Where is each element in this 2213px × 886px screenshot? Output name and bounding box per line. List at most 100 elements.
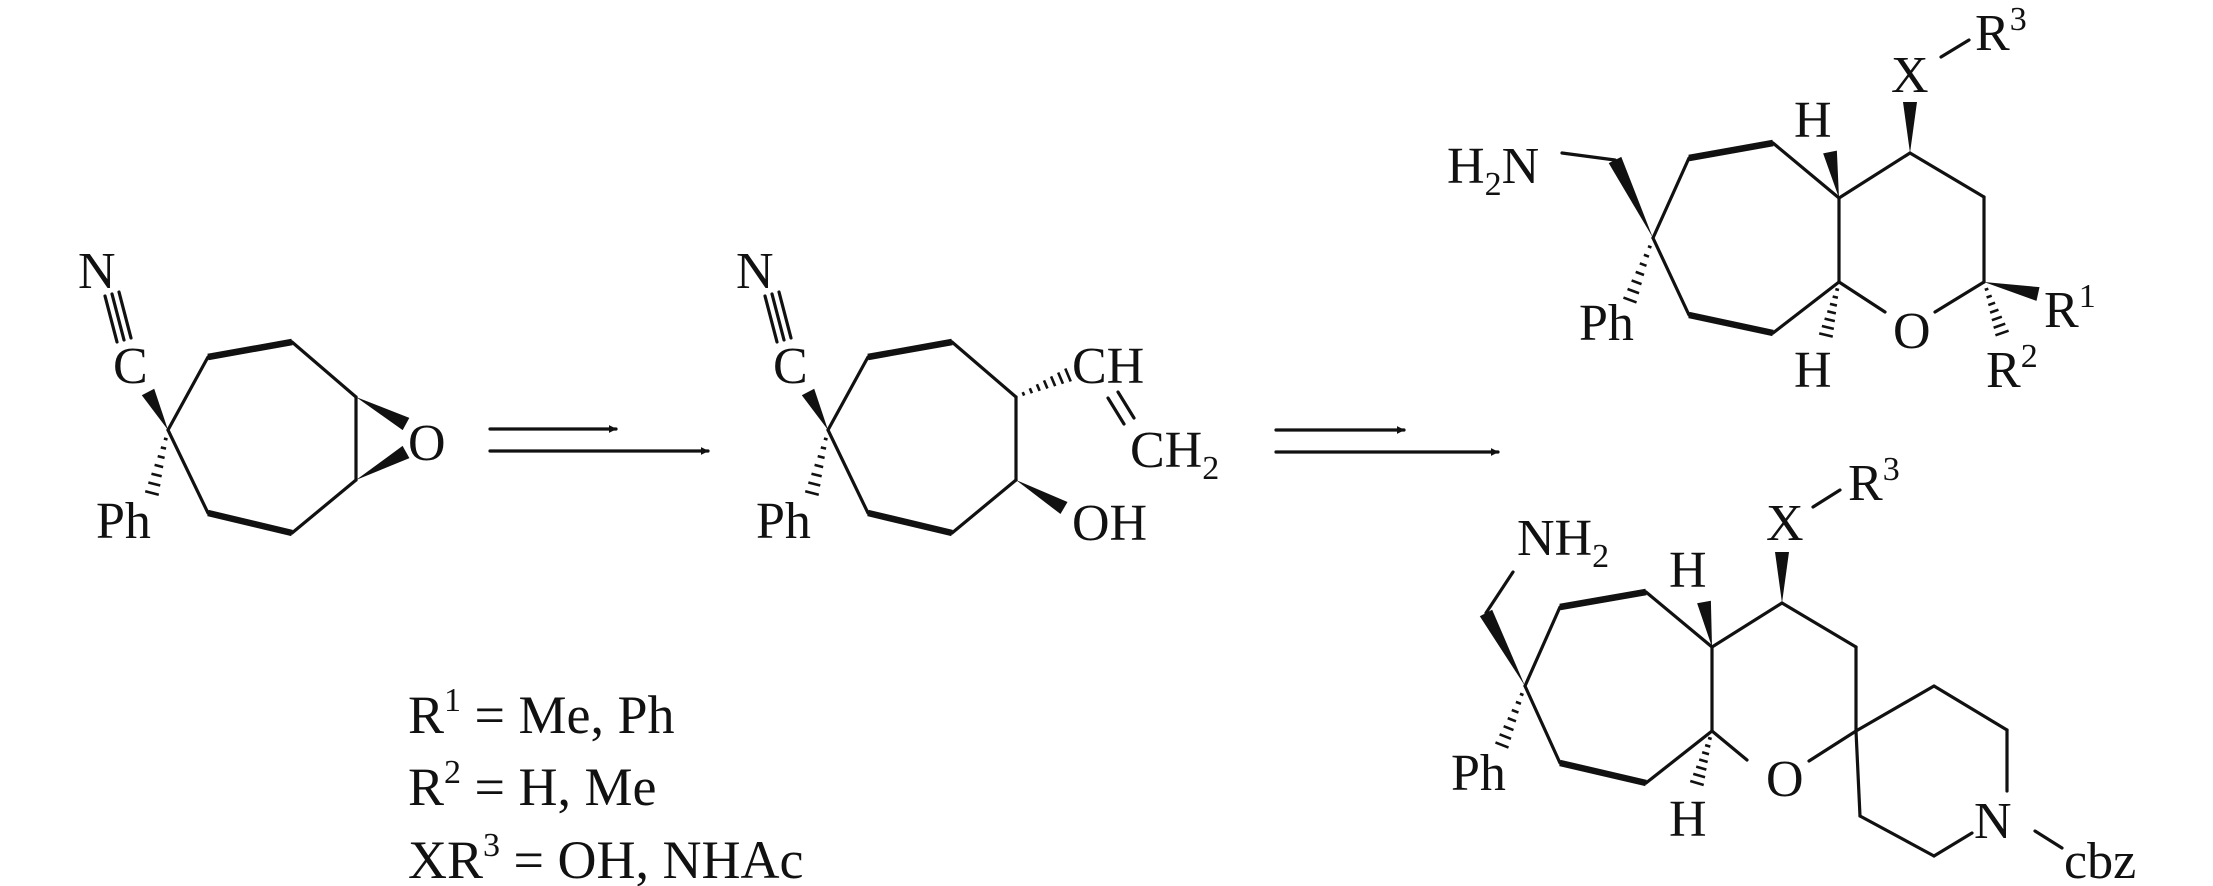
hash-stroke [148, 481, 161, 487]
single-bond [777, 290, 793, 340]
atom-label-ring-o: O [1766, 751, 1804, 808]
atom-label-h-top: H [1794, 92, 1832, 149]
wedge-bond [1823, 150, 1839, 198]
hash-stroke [151, 472, 163, 478]
hash-stroke [1986, 294, 1993, 299]
single-bond [1780, 601, 1858, 649]
atom-label-ring-o: O [1893, 303, 1931, 360]
atom-label-r3: R3 [1848, 451, 1900, 512]
label-subscript: 2 [1485, 166, 1502, 203]
wedge-bond [356, 445, 410, 480]
single-bond [2033, 829, 2064, 850]
bold-bond [867, 509, 953, 537]
atom-label-n: N [78, 243, 116, 300]
hash-stroke [1692, 772, 1706, 779]
legend-superscript: 2 [444, 754, 461, 791]
single-bond [1644, 729, 1714, 785]
atom-label-h-bottom: H [1669, 791, 1707, 848]
single-bond [770, 292, 786, 342]
hashed-bond [1495, 692, 1524, 749]
wedge-bond [141, 388, 168, 430]
single-bond [1710, 601, 1784, 649]
bold-bond [1688, 139, 1774, 162]
hashed-bond [144, 437, 168, 496]
label-main: R [1975, 5, 2010, 62]
hash-stroke [1824, 317, 1836, 323]
single-bond [826, 428, 870, 515]
wedge-bond [1016, 480, 1068, 515]
atom-label-c: C [113, 338, 148, 395]
single-bond [1106, 396, 1126, 426]
hash-stroke [1503, 725, 1514, 732]
hash-stroke [1704, 743, 1711, 748]
hash-stroke [1042, 379, 1049, 390]
label-superscript: 2 [2021, 338, 2038, 375]
single-bond [117, 290, 133, 340]
label-superscript: 3 [1883, 451, 1900, 488]
product-b: X R3 NH2 H Ph O H N cbz [1451, 451, 2136, 886]
hashed-bond [1021, 368, 1072, 397]
legend-r1: R1 = Me, Ph [408, 682, 675, 745]
single-bond [1932, 831, 1974, 858]
single-bond [1807, 729, 1858, 763]
label-main: R [1848, 455, 1883, 512]
single-bond [1858, 814, 1936, 858]
hash-stroke [1991, 315, 2003, 322]
wedge-bond [1608, 156, 1653, 238]
atom-label-h-bottom: H [1794, 342, 1832, 399]
atom-label-x: X [1891, 47, 1929, 104]
legend-symbol: R [408, 685, 444, 745]
single-bond [1771, 280, 1841, 335]
bold-bond [1559, 759, 1647, 787]
hash-stroke [1647, 244, 1652, 249]
hash-stroke [1818, 332, 1834, 338]
hash-stroke [1035, 383, 1041, 392]
bold-bond [207, 338, 293, 361]
hash-stroke [1499, 733, 1512, 741]
hash-stroke [814, 463, 824, 469]
hash-stroke [1689, 779, 1705, 787]
hash-stroke [1515, 700, 1522, 706]
hash-stroke [157, 454, 165, 460]
single-bond [1837, 151, 1912, 200]
hash-stroke [1994, 329, 2010, 337]
hash-stroke [1021, 391, 1026, 397]
hash-stroke [154, 463, 164, 469]
starting-material: N C O Ph [78, 243, 446, 550]
product-a: X R3 H2N H Ph O R1 H R2 [1447, 1, 2096, 399]
single-bond [1484, 570, 1515, 615]
hash-stroke [1639, 262, 1647, 268]
single-bond [950, 478, 1018, 535]
bold-bond [207, 509, 293, 537]
hash-stroke [1989, 308, 1999, 314]
bold-bond [1688, 311, 1774, 337]
wedge-bond [1479, 609, 1525, 686]
legend-symbol: XR [408, 830, 483, 886]
single-bond [110, 292, 126, 342]
label-superscript: 3 [2010, 1, 2027, 38]
hash-stroke [163, 437, 168, 441]
single-bond [1771, 141, 1841, 200]
hash-stroke [1829, 302, 1838, 307]
hash-stroke [1635, 270, 1645, 277]
atom-label-ph: Ph [1579, 295, 1634, 352]
hash-stroke [1835, 287, 1840, 292]
single-bond [826, 355, 870, 432]
atom-label-cbz: cbz [2064, 833, 2136, 886]
atom-label-epoxide-o: O [408, 415, 446, 472]
hash-stroke [1987, 301, 1996, 307]
hash-stroke [1832, 295, 1839, 300]
single-bond [1811, 488, 1842, 509]
atom-label-ch: CH [1072, 338, 1144, 395]
hashed-bond [1622, 244, 1652, 304]
hash-stroke [1627, 287, 1640, 295]
single-bond [1523, 605, 1562, 688]
single-bond [1644, 590, 1714, 649]
wedge-bond [801, 388, 828, 430]
single-bond [1854, 684, 1936, 733]
atom-label-h2n: H2N [1447, 138, 1539, 203]
label-h: H [1447, 138, 1485, 195]
legend-value: = H, Me [461, 757, 656, 817]
